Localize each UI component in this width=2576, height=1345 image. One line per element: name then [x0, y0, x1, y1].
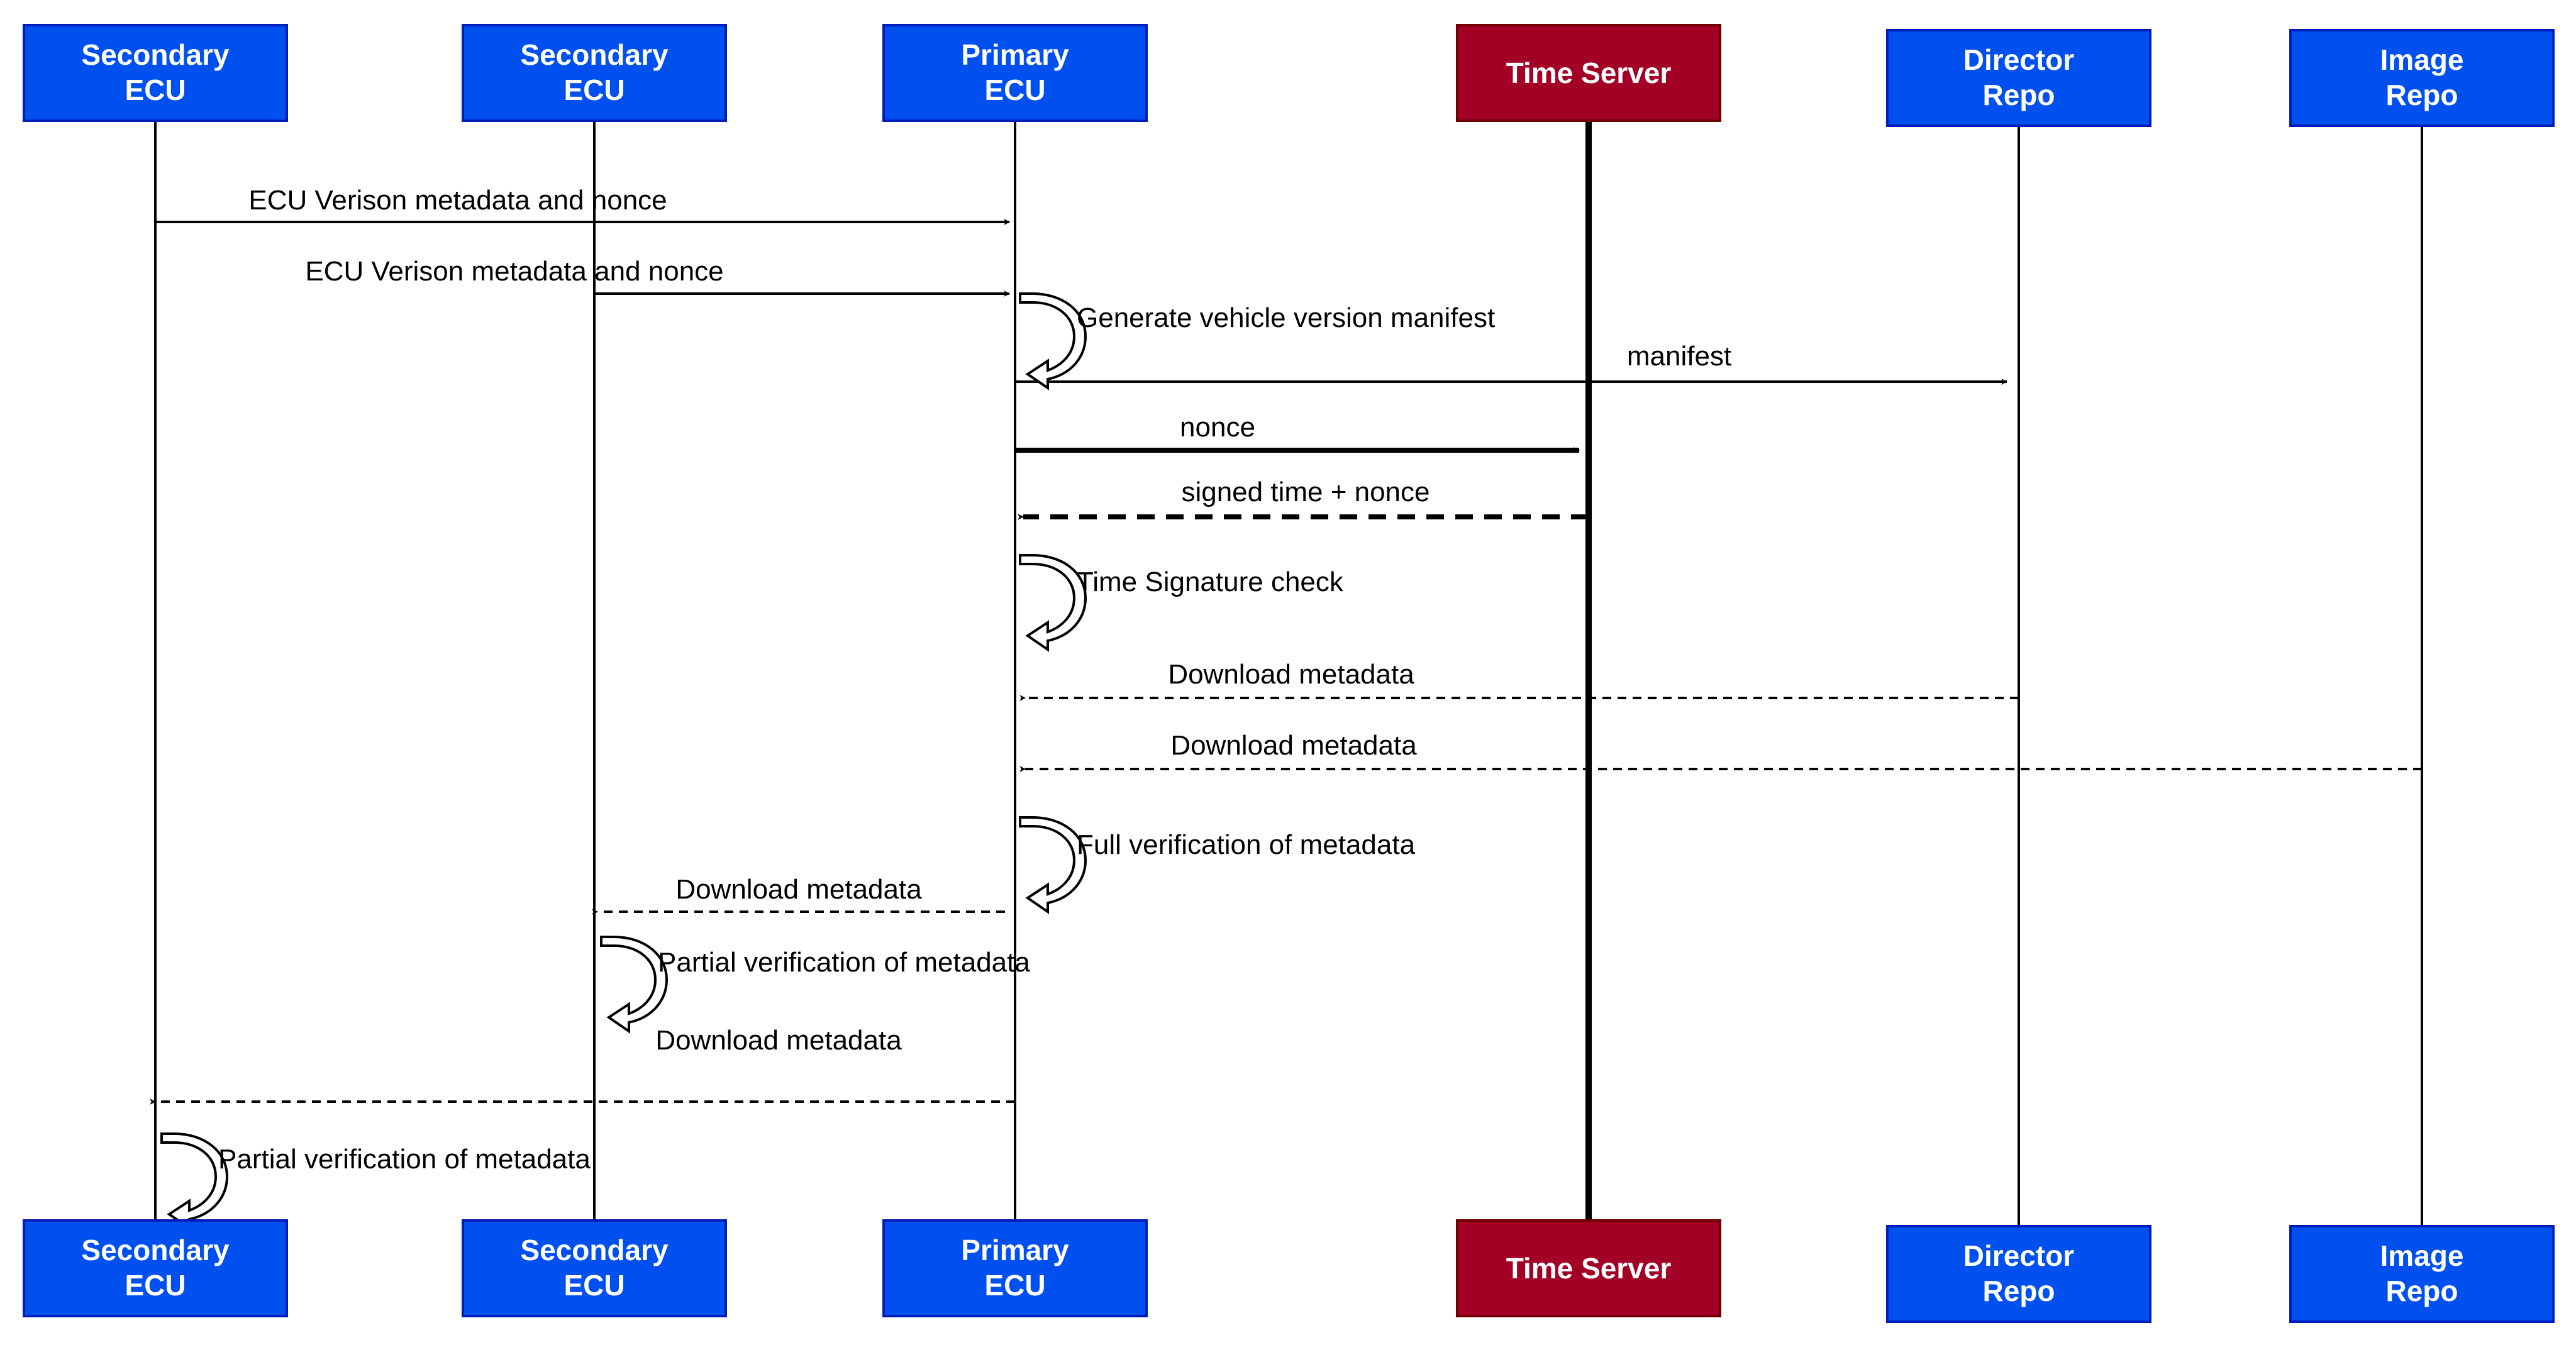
self-action-label: Generate vehicle version manifest: [1077, 302, 1495, 333]
participant-time-server-top: Time Server: [1456, 24, 1721, 122]
participant-label: Time Server: [1506, 57, 1672, 89]
message-label: manifest: [1627, 341, 1731, 372]
participant-time-server-bottom: Time Server: [1456, 1219, 1721, 1317]
self-action-curved-arrow-icon: [160, 1132, 229, 1231]
participant-label: ECU: [564, 74, 625, 106]
self-action-curved-arrow-icon: [600, 936, 669, 1034]
participant-label: ECU: [984, 1269, 1045, 1302]
self-action-curved-arrow-icon: [1019, 554, 1087, 652]
participant-label: Image: [2380, 1239, 2464, 1272]
participant-label: Secondary: [81, 38, 230, 71]
participant-label: Primary: [961, 38, 1069, 71]
message-label: nonce: [1180, 412, 1255, 443]
participant-label: Secondary: [520, 1234, 669, 1266]
message-label: ECU Verison metadata and nonce: [305, 256, 723, 287]
self-action-label: Partial verification of metadata: [658, 947, 1030, 978]
participant-label: Repo: [1983, 79, 2055, 111]
participant-label: Director: [1963, 1239, 2074, 1272]
message-label: Download metadata: [1170, 730, 1417, 761]
participant-label: ECU: [564, 1269, 625, 1302]
participant-label: Time Server: [1506, 1252, 1672, 1285]
participant-label: Repo: [2386, 1275, 2458, 1307]
message-label: Download metadata: [1168, 659, 1414, 690]
self-action-curved-arrow-icon: [1019, 816, 1087, 914]
message-label: signed time + nonce: [1181, 477, 1430, 507]
message-label: Download metadata: [655, 1025, 902, 1056]
participant-label: Repo: [2386, 79, 2458, 111]
participant-label: Director: [1963, 43, 2074, 76]
message-label: Download metadata: [675, 874, 922, 905]
participant-label: Repo: [1983, 1275, 2055, 1307]
self-action-label: Partial verification of metadata: [218, 1144, 591, 1175]
participant-label: ECU: [984, 74, 1045, 106]
participant-label: ECU: [125, 74, 186, 106]
self-action-label: Full verification of metadata: [1077, 829, 1416, 860]
participant-label: Image: [2380, 43, 2464, 76]
participant-label: Primary: [961, 1234, 1069, 1266]
self-action-curved-arrow-icon: [1019, 292, 1087, 390]
self-action-label: Time Signature check: [1077, 567, 1344, 597]
participant-label: Secondary: [520, 38, 669, 71]
participant-label: ECU: [125, 1269, 186, 1302]
participant-label: Secondary: [81, 1234, 230, 1266]
message-label: ECU Verison metadata and nonce: [248, 185, 667, 216]
